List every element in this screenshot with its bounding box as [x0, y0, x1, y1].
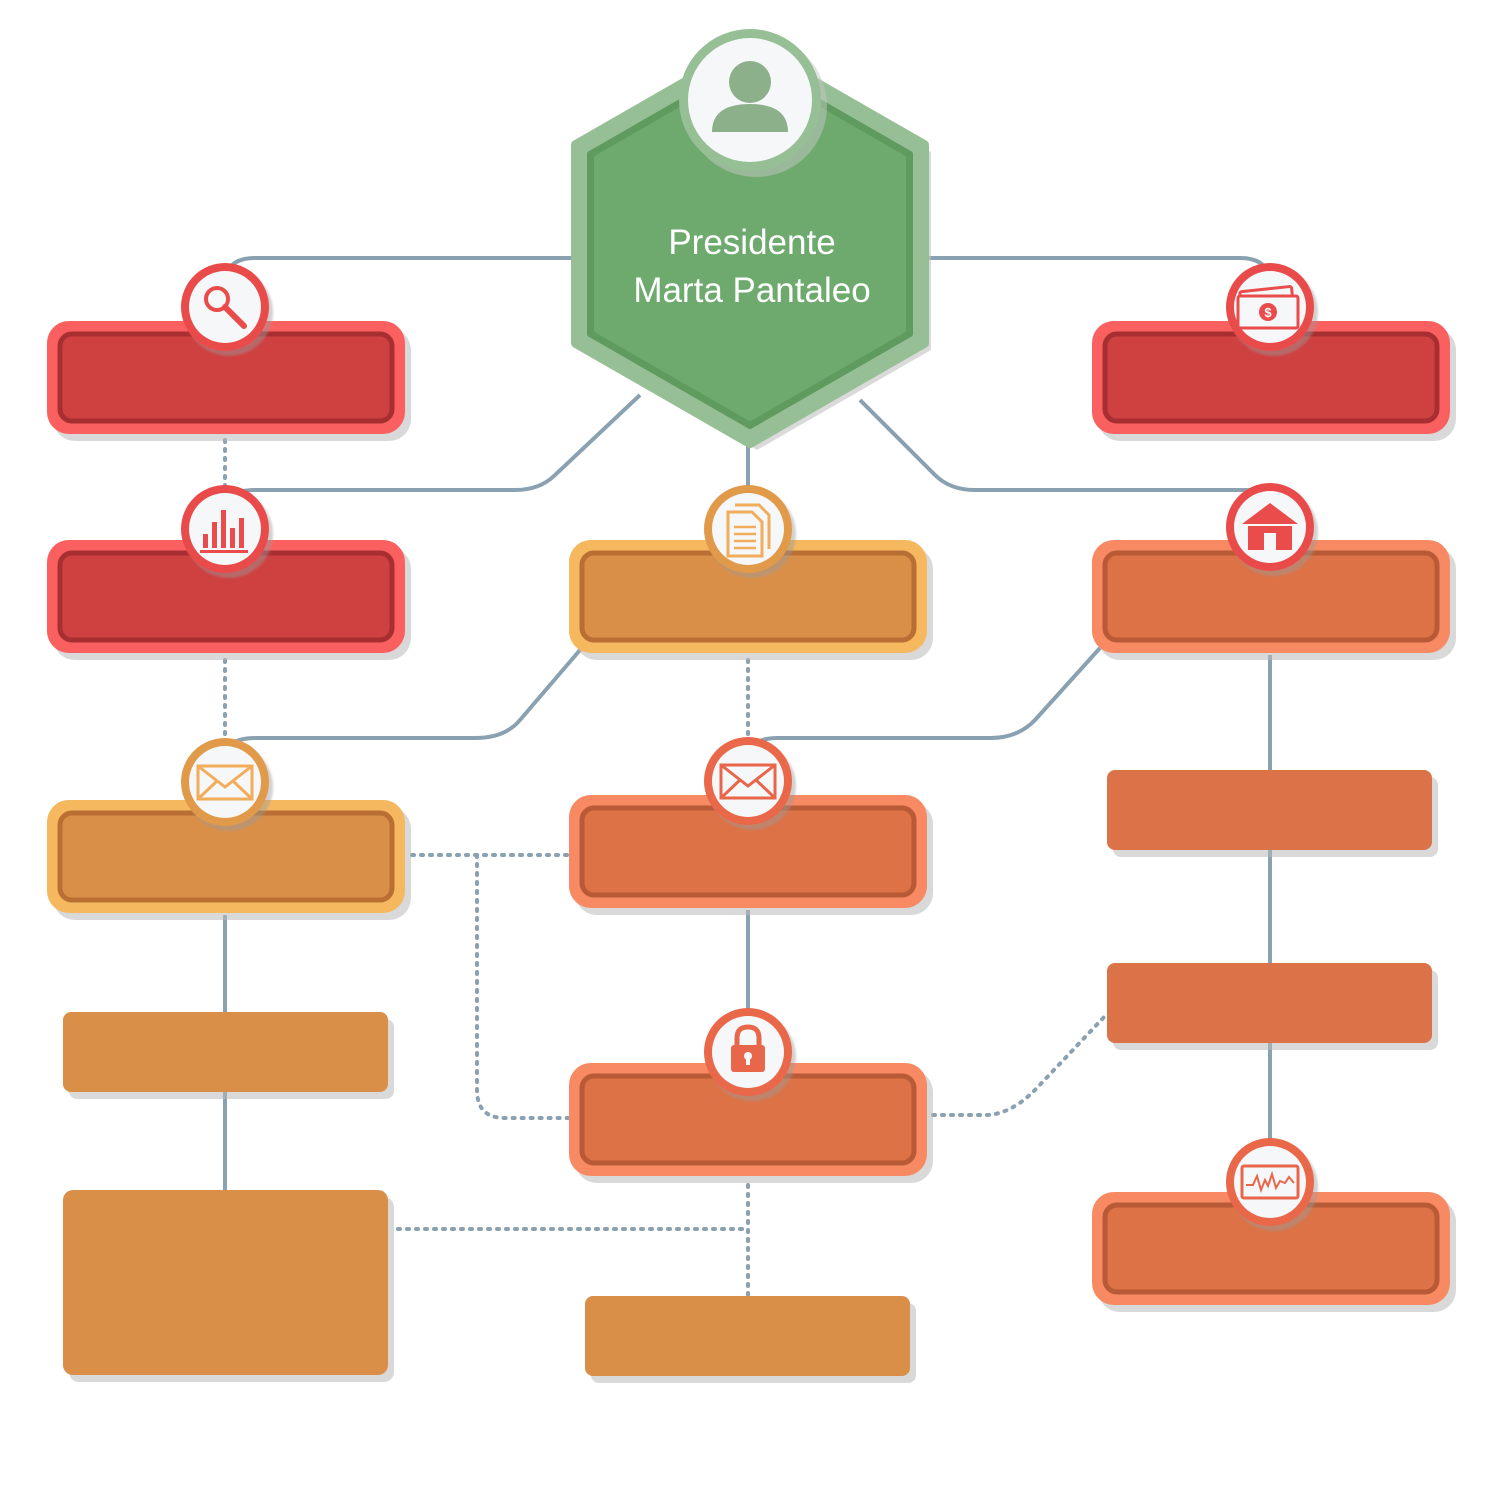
node-analytics[interactable]	[1092, 1138, 1450, 1305]
node-statistics[interactable]	[47, 485, 405, 653]
node-finance[interactable]: $	[1092, 263, 1450, 434]
plain-box-left-2[interactable]	[63, 1190, 388, 1375]
house-icon	[1226, 483, 1314, 571]
connector-documents-mail-left	[223, 648, 582, 761]
president-node[interactable]: Presidente Marta Pantaleo	[571, 29, 931, 450]
svg-text:$: $	[1264, 305, 1272, 320]
connector-president-finance	[925, 256, 1272, 286]
mail-icon	[181, 738, 269, 826]
plain-box-right-1[interactable]	[1107, 770, 1432, 850]
president-name: Marta Pantaleo	[633, 271, 870, 310]
node-mail-left[interactable]	[47, 738, 405, 913]
document-icon	[704, 485, 792, 573]
magnifier-icon	[181, 263, 269, 351]
plain-box-right-2[interactable]	[1107, 963, 1432, 1043]
node-research[interactable]	[47, 263, 405, 434]
dotted-mail-left-security	[475, 853, 570, 1120]
connector-president-research	[223, 256, 580, 286]
dotted-security-right	[931, 1013, 1108, 1117]
node-mail-center[interactable]	[569, 737, 927, 908]
plain-box-center[interactable]	[585, 1296, 910, 1376]
node-security[interactable]	[569, 1008, 927, 1176]
mail-icon	[704, 737, 792, 825]
money-icon: $	[1226, 263, 1314, 351]
line-chart-icon	[1226, 1138, 1314, 1226]
lock-icon	[704, 1008, 792, 1096]
user-icon	[679, 29, 827, 177]
connector-facilities-mail-center	[746, 646, 1102, 761]
node-documents[interactable]	[569, 485, 927, 653]
president-title: Presidente	[668, 223, 835, 262]
bar-chart-icon	[181, 485, 269, 573]
node-facilities[interactable]	[1092, 483, 1450, 653]
president-hexagon-fill	[594, 67, 906, 421]
plain-box-left-1[interactable]	[63, 1012, 388, 1092]
